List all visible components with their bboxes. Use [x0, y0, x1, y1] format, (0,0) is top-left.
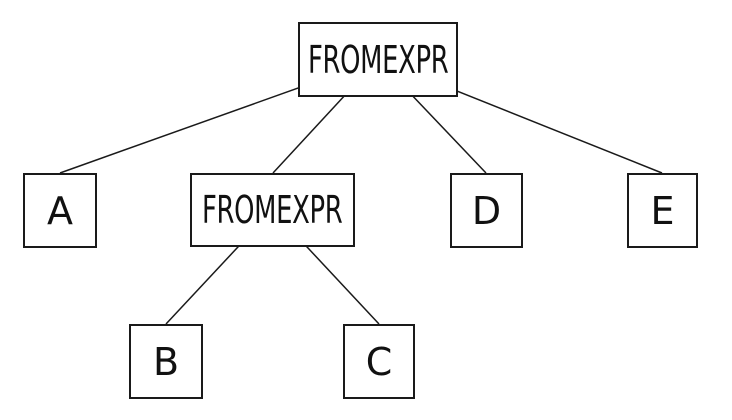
node-fromexpr-root: FROMEXPR: [298, 22, 458, 97]
node-c: C: [343, 324, 415, 399]
node-a: A: [23, 173, 97, 248]
node-fromexpr-root-label: FROMEXPR: [307, 37, 449, 82]
node-c-label: C: [365, 339, 393, 384]
node-a-label: A: [47, 188, 73, 233]
node-fromexpr-sub-label: FROMEXPR: [202, 188, 343, 232]
node-b: B: [129, 324, 203, 399]
node-fromexpr-sub: FROMEXPR: [190, 173, 355, 247]
node-e: E: [627, 173, 698, 248]
node-b-label: B: [152, 339, 180, 384]
node-d: D: [450, 173, 523, 248]
node-d-label: D: [471, 188, 502, 233]
node-e-label: E: [650, 188, 675, 233]
